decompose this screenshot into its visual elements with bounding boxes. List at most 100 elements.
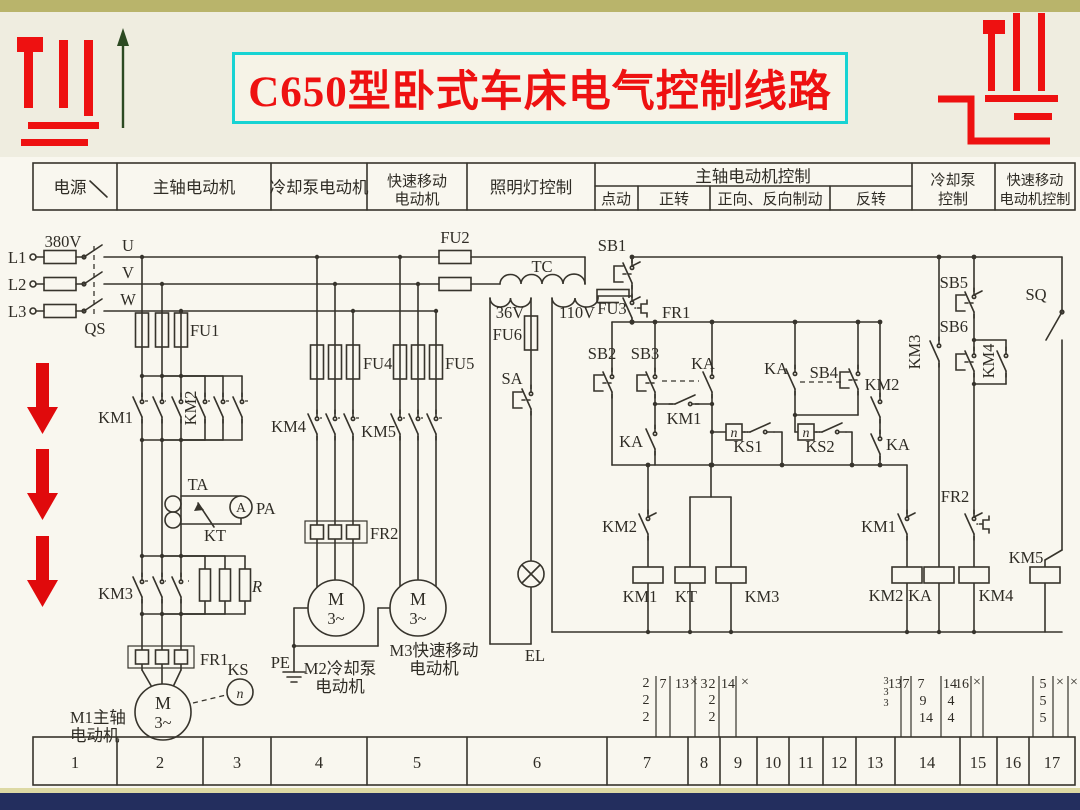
label-fr1-ctrl: FR1 [662,303,690,322]
label-110v: 110V [559,303,595,322]
label-km1-coil: KM1 [623,587,658,606]
wire-mark: 16 [955,677,969,692]
label-km3-main: KM3 [98,584,133,603]
label-ka2: KA [764,359,788,378]
wire-mark: 2 [709,710,716,725]
label-el: EL [525,646,545,665]
wire-mark: × [1056,675,1064,690]
scanned-diagram-paper [0,157,1080,790]
section-number: 16 [1005,753,1022,772]
label-ks2: KS2 [805,437,834,456]
wire-mark: 5 [1040,694,1047,709]
wire-mark: 7 [660,677,667,692]
wire-mark: × [741,675,749,690]
m2-3ph: 3~ [327,609,344,628]
label-sb1: SB1 [598,236,626,255]
label-sa: SA [501,369,522,388]
section-number: 3 [233,753,241,772]
logo-right [938,13,1058,145]
wire-mark: 7 [903,677,910,692]
label-fr2-ctrl: FR2 [941,487,969,506]
section-number: 15 [970,753,987,772]
col-rapid-ctrl-2: 电动机控制 [1000,192,1071,208]
col-forward: 正转 [659,191,689,208]
label-36v: 36V [496,303,525,322]
label-kt-coil: KT [675,587,697,606]
label-km1-nc: KM1 [861,517,896,536]
m1-m: M [155,693,171,713]
label-m3-line2: 电动机 [409,659,459,678]
col-rapid-ctrl-1: 快速移动 [1007,173,1064,189]
label-m2-line2: 电动机 [315,677,365,696]
label-ka-mid: KA [619,432,643,451]
wire-mark: 3 [701,677,708,692]
wire-mark: 9 [920,694,927,709]
up-arrow-green [117,28,129,128]
title-banner: C650型卧式车床电气控制线路 [232,52,848,124]
wires [35,244,1063,690]
wire-mark: 7 [918,677,925,692]
label-phase-w: W [120,290,136,309]
section-number: 14 [919,753,936,772]
label-sb2: SB2 [588,344,616,363]
label-km2-main: KM2 [181,391,200,426]
header-table: 电源 主轴电动机 冷却泵电动机 快速移动 电动机 照明灯控制 主轴电动机控制 点… [32,162,1076,211]
label-sb4: SB4 [810,363,838,382]
label-km5-main: KM5 [361,422,396,441]
section-number: 17 [1044,753,1061,772]
label-fu6: FU6 [493,325,522,344]
label-ks1: KS1 [733,437,762,456]
section-number: 5 [413,753,421,772]
label-km3-coil: KM3 [745,587,780,606]
section-number: 9 [734,753,742,772]
section-number: 2 [156,753,164,772]
col-braking: 正向、反向制动 [717,191,822,208]
wire-mark: 3 [883,687,888,698]
label-ka-coil: KA [908,586,932,605]
section-number: 1 [71,753,79,772]
label-sb6: SB6 [940,317,968,336]
col-spindle-control: 主轴电动机控制 [695,167,811,186]
section-number: 6 [533,753,541,772]
col-spindle-motor: 主轴电动机 [153,178,236,197]
col-coolant-pump-motor: 冷却泵电动机 [270,178,370,197]
m3-3ph: 3~ [409,609,426,628]
col-power: 电源 [54,178,87,197]
section-number: 11 [798,753,814,772]
section-strip: 1 2 3 4 5 6 7 8 9 10 11 12 13 14 15 16 1… [32,736,1076,786]
col-jog: 点动 [601,191,631,208]
wire-mark: 3 [883,698,888,709]
label-pe: PE [271,653,290,672]
label-l1: L1 [8,248,26,267]
label-km1-hold: KM1 [667,409,702,428]
wire-mark: 14 [919,711,933,726]
label-r: R [251,577,262,596]
label-tc: TC [531,257,552,276]
label-fu5: FU5 [445,354,474,373]
wire-number-callouts: 2 2 2 7 13 × 3 2 2 2 14 × 3 3 3 13 7 7 9… [643,675,1078,737]
component-labels: L1 L2 L3 380V QS U V W FU1 KM1 KM2 TA KT… [8,228,1047,745]
components [29,249,1065,741]
label-km2-coil: KM2 [869,586,904,605]
section-number: 13 [867,753,884,772]
label-km4-main: KM4 [271,417,306,436]
label-sb3: SB3 [631,344,659,363]
wire-mark: 3 [883,676,888,687]
wire-mark: 13 [888,677,902,692]
wire-mark: 2 [643,693,650,708]
label-km2-aux: KM2 [865,375,900,394]
label-km4-aux: KM4 [979,344,998,379]
label-380v: 380V [45,232,82,251]
m3-m: M [410,589,426,609]
label-sb5: SB5 [940,273,968,292]
wire-mark: 4 [948,694,955,709]
bottom-olive-line [0,788,1080,793]
wire-mark: 4 [948,711,955,726]
wire-mark: 14 [721,677,735,692]
ks2-n: n [803,426,810,441]
label-qs: QS [84,319,105,338]
label-pa: PA [256,499,276,518]
wire-mark: 5 [1040,677,1047,692]
label-ka3: KA [886,435,910,454]
